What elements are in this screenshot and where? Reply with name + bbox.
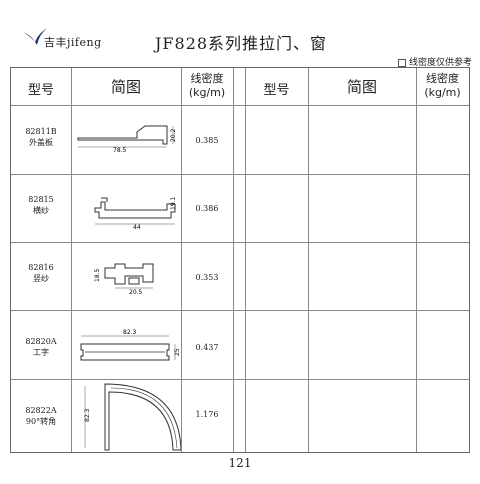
svg-text:78.5: 78.5 bbox=[113, 147, 127, 154]
profile-diagram-82815: 44 19.1 bbox=[94, 196, 177, 231]
svg-text:82.3: 82.3 bbox=[84, 408, 91, 422]
table-row: 82815 横纱 bbox=[28, 195, 54, 215]
header-diagram-2: 简图 bbox=[346, 78, 377, 96]
svg-text:20.2: 20.2 bbox=[170, 128, 177, 142]
svg-text:25: 25 bbox=[174, 348, 181, 356]
density-value: 0.437 bbox=[195, 343, 219, 352]
header-density-2: 线密度 (kg/m) bbox=[424, 72, 461, 99]
profile-diagram-82811B: 78.5 20.2 bbox=[77, 125, 177, 154]
svg-text:20.5: 20.5 bbox=[129, 289, 143, 296]
density-note: 线密度仅供参考 bbox=[397, 55, 472, 68]
svg-text:82.3: 82.3 bbox=[123, 329, 137, 336]
table-row: 82816 竖纱 bbox=[28, 263, 54, 283]
header-diagram: 简图 bbox=[110, 78, 141, 96]
brand-text: 吉丰jifeng bbox=[44, 36, 102, 49]
table-row: 82820A 工字 bbox=[25, 337, 57, 357]
profile-diagram-82816: 18.5 20.5 bbox=[94, 263, 154, 296]
svg-text:44: 44 bbox=[133, 224, 141, 231]
header-model-2: 型号 bbox=[263, 83, 290, 98]
page-number: 121 bbox=[228, 456, 252, 470]
profile-diagram-82822A: 82.3 bbox=[84, 383, 181, 451]
density-value: 0.386 bbox=[195, 204, 219, 213]
density-value: 0.353 bbox=[195, 273, 219, 282]
table-row: 82822A 90°转角 bbox=[25, 406, 57, 426]
profile-table: 型号 简图 线密度 (kg/m) 型号 简图 线密度 (kg/m) 82811B… bbox=[10, 67, 470, 453]
header-density: 线密度 (kg/m) bbox=[188, 72, 226, 99]
density-value: 1.176 bbox=[195, 410, 219, 419]
checkbox-icon bbox=[397, 58, 406, 67]
profile-diagram-82820A: 82.3 25 bbox=[80, 329, 181, 361]
svg-text:19.1: 19.1 bbox=[170, 196, 177, 210]
page-title: JF828系列推拉门、窗 bbox=[155, 34, 328, 53]
table-row: 82811B 外盖板 bbox=[25, 127, 57, 147]
svg-text:18.5: 18.5 bbox=[94, 268, 101, 282]
header-model: 型号 bbox=[27, 83, 54, 98]
density-value: 0.385 bbox=[195, 136, 219, 145]
